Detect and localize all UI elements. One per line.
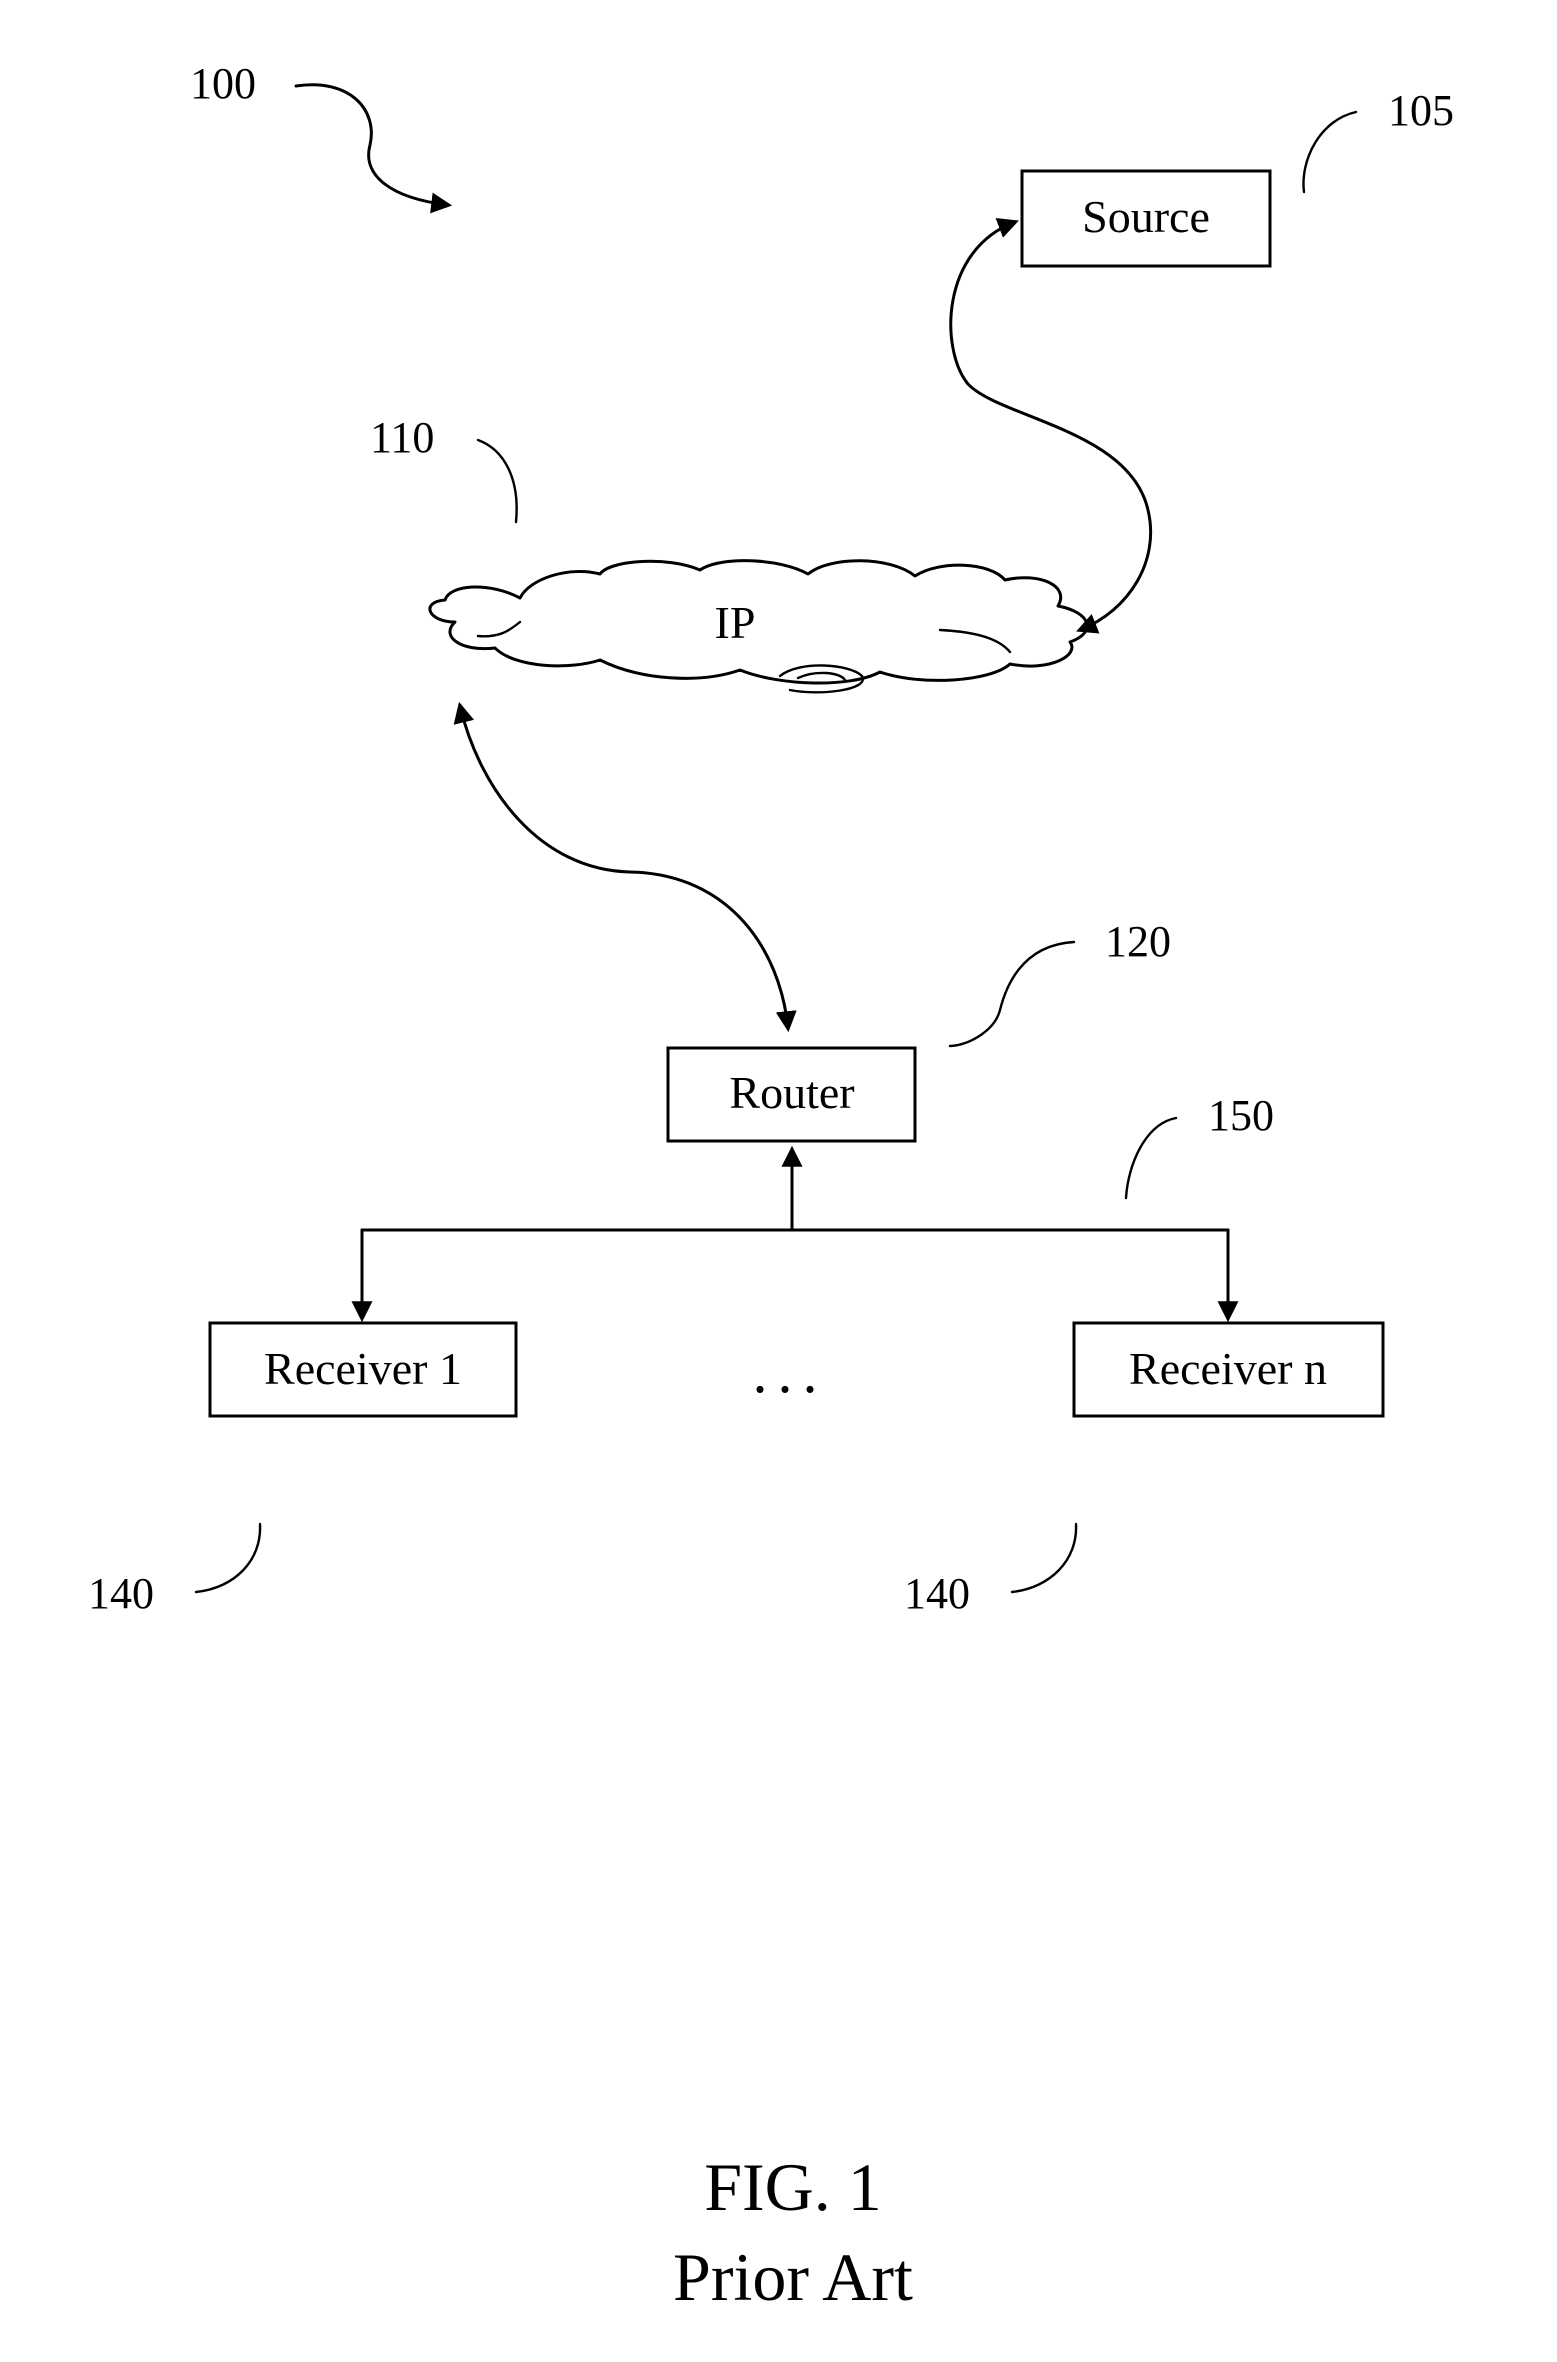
ip-cloud: IP (430, 561, 1087, 693)
receiver-ellipsis: ... (753, 1339, 828, 1405)
ref-105-leader (1303, 112, 1356, 192)
ref-150-leader (1126, 1118, 1176, 1198)
ref-110-leader (478, 440, 517, 522)
receiver-n-label: Receiver n (1129, 1343, 1327, 1394)
receiver-1-box: Receiver 1 (210, 1323, 516, 1416)
ref-100-leader-arrow (296, 85, 448, 205)
ref-numeral-120: 120 (1105, 917, 1171, 966)
source-box: Source (1022, 171, 1270, 266)
ref-numeral-140-left: 140 (88, 1569, 154, 1618)
figure-subcaption: Prior Art (673, 2239, 913, 2315)
ref-120-leader (950, 942, 1074, 1046)
figure-caption: FIG. 1 (704, 2149, 882, 2225)
ref-numeral-105: 105 (1388, 86, 1454, 135)
ref-numeral-100: 100 (190, 59, 256, 108)
ip-router-link (460, 706, 788, 1028)
ref-140-left-leader (196, 1524, 260, 1592)
receiver-n-box: Receiver n (1074, 1323, 1383, 1416)
ref-numeral-110: 110 (370, 413, 434, 462)
ref-numeral-150: 150 (1208, 1091, 1274, 1140)
source-label: Source (1082, 191, 1210, 242)
ip-label: IP (715, 597, 756, 648)
receiver-1-label: Receiver 1 (264, 1343, 462, 1394)
ref-140-right-leader (1012, 1524, 1076, 1592)
router-box: Router (668, 1048, 915, 1141)
receiver-bus (362, 1150, 1228, 1318)
ref-numeral-140-right: 140 (904, 1569, 970, 1618)
router-label: Router (729, 1067, 854, 1118)
